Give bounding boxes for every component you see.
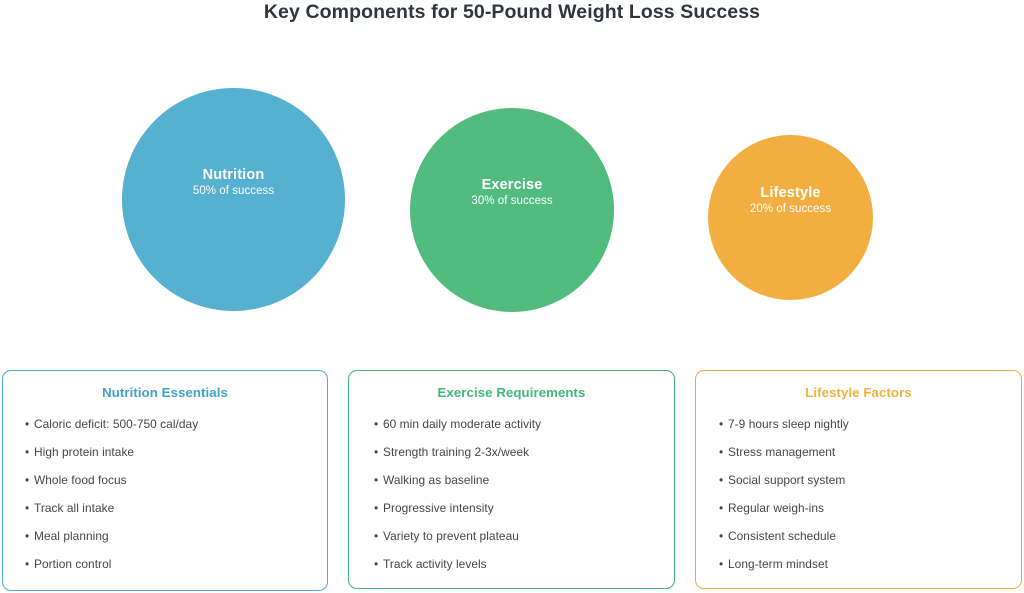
- list-item-label: Meal planning: [34, 529, 109, 543]
- bullet-icon: •: [719, 557, 724, 571]
- bullet-icon: •: [719, 501, 724, 515]
- bullet-icon: •: [719, 473, 724, 487]
- list-item: • Stress management: [719, 445, 1021, 459]
- list-item: • Whole food focus: [25, 473, 327, 487]
- list-item-label: Consistent schedule: [728, 529, 837, 543]
- bullet-icon: •: [374, 557, 379, 571]
- bullet-icon: •: [719, 529, 724, 543]
- list-item-label: Walking as baseline: [383, 473, 490, 487]
- bullet-icon: •: [719, 417, 724, 431]
- list-item: • High protein intake: [25, 445, 327, 459]
- card-exercise-list: • 60 min daily moderate activity • Strengt…: [349, 417, 674, 571]
- circle-lifestyle-subtitle: 20% of success: [749, 203, 832, 215]
- card-exercise: Exercise Requirements • 60 min daily mode…: [348, 370, 675, 589]
- list-item: • Consistent schedule: [719, 529, 1021, 543]
- list-item: • Portion control: [25, 557, 327, 571]
- list-item: • 60 min daily moderate activity: [374, 417, 674, 431]
- list-item-label: Strength training 2-3x/week: [383, 445, 530, 459]
- bullet-icon: •: [25, 445, 30, 459]
- circle-exercise: Exercise 30% of success: [410, 108, 614, 312]
- list-item: • 7-9 hours sleep nightly: [719, 417, 1021, 431]
- bullet-icon: •: [25, 557, 30, 571]
- list-item: • Walking as baseline: [374, 473, 674, 487]
- page-title: Key Components for 50-Pound Weight Loss …: [263, 1, 761, 23]
- card-nutrition-list: • Caloric deficit: 500-750 cal/day • High …: [3, 417, 327, 571]
- list-item: • Regular weigh-ins: [719, 501, 1021, 515]
- list-item-label: Long-term mindset: [728, 557, 828, 571]
- list-item: • Caloric deficit: 500-750 cal/day: [25, 417, 327, 431]
- list-item: • Progressive intensity: [374, 501, 674, 515]
- circle-nutrition-label: Nutrition: [202, 167, 265, 183]
- circle-exercise-label: Exercise: [481, 177, 543, 193]
- bullet-icon: •: [374, 473, 379, 487]
- list-item: • Track all intake: [25, 501, 327, 515]
- bullet-icon: •: [374, 529, 379, 543]
- bullet-icon: •: [25, 501, 30, 515]
- card-lifestyle-list: • 7-9 hours sleep nightly • Stress managem…: [696, 417, 1021, 571]
- bullet-icon: •: [25, 417, 30, 431]
- card-nutrition-heading: Nutrition Essentials: [102, 385, 228, 400]
- list-item: • Variety to prevent plateau: [374, 529, 674, 543]
- bullet-icon: •: [374, 417, 379, 431]
- bullet-icon: •: [374, 501, 379, 515]
- list-item: • Strength training 2-3x/week: [374, 445, 674, 459]
- list-item-label: Whole food focus: [34, 473, 127, 487]
- circle-nutrition-subtitle: 50% of success: [192, 185, 275, 197]
- card-nutrition: Nutrition Essentials • Caloric deficit: 5…: [2, 370, 328, 591]
- bullet-icon: •: [374, 445, 379, 459]
- list-item: • Meal planning: [25, 529, 327, 543]
- list-item: • Track activity levels: [374, 557, 674, 571]
- card-lifestyle-heading: Lifestyle Factors: [805, 385, 912, 400]
- circle-nutrition-text: Nutrition 50% of success: [122, 167, 345, 199]
- bullet-icon: •: [25, 529, 30, 543]
- list-item-label: Track all intake: [34, 501, 115, 515]
- detail-cards-row: Nutrition Essentials • Caloric deficit: 5…: [0, 370, 1024, 593]
- circle-nutrition: Nutrition 50% of success: [122, 88, 345, 311]
- card-exercise-heading: Exercise Requirements: [437, 385, 586, 400]
- list-item-label: Social support system: [728, 473, 846, 487]
- list-item-label: Caloric deficit: 500-750 cal/day: [34, 417, 199, 431]
- card-lifestyle: Lifestyle Factors • 7-9 hours sleep night…: [695, 370, 1022, 589]
- list-item-label: Stress management: [728, 445, 836, 459]
- list-item: • Long-term mindset: [719, 557, 1021, 571]
- list-item-label: 7-9 hours sleep nightly: [728, 417, 849, 431]
- proportional-circles-chart: Nutrition 50% of success Exercise 30% of…: [122, 88, 873, 312]
- circle-exercise-text: Exercise 30% of success: [410, 177, 614, 209]
- circle-lifestyle-text: Lifestyle 20% of success: [708, 185, 873, 217]
- circle-exercise-subtitle: 30% of success: [471, 195, 553, 207]
- bullet-icon: •: [25, 473, 30, 487]
- circle-lifestyle-label: Lifestyle: [760, 185, 821, 201]
- bullet-icon: •: [719, 445, 724, 459]
- list-item-label: Regular weigh-ins: [728, 501, 825, 515]
- list-item-label: High protein intake: [34, 445, 135, 459]
- circle-lifestyle: Lifestyle 20% of success: [708, 135, 873, 300]
- list-item: • Social support system: [719, 473, 1021, 487]
- list-item-label: Variety to prevent plateau: [383, 529, 519, 543]
- list-item-label: Track activity levels: [383, 557, 487, 571]
- list-item-label: Progressive intensity: [383, 501, 494, 515]
- list-item-label: Portion control: [34, 557, 112, 571]
- list-item-label: 60 min daily moderate activity: [383, 417, 542, 431]
